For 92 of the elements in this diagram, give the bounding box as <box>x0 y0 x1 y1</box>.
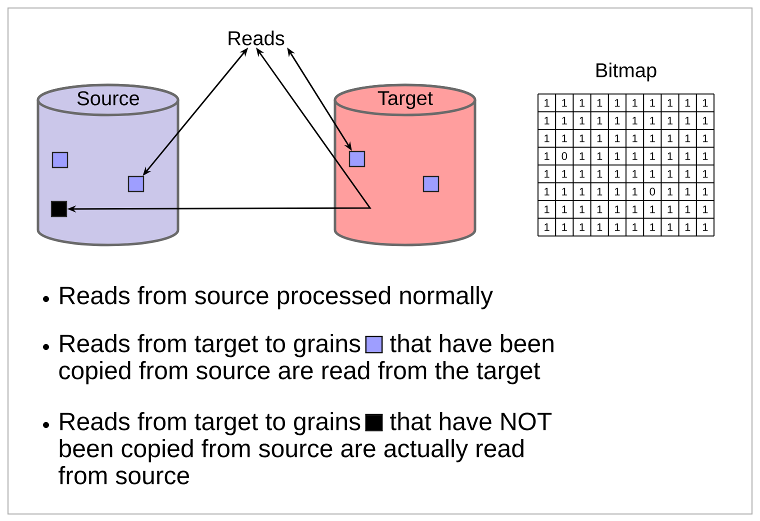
table-cell: 1 <box>668 223 673 231</box>
table-cell: 1 <box>615 152 620 160</box>
table-cell: 1 <box>615 116 620 124</box>
table-cell: 1 <box>597 223 602 231</box>
table-cell: 1 <box>702 188 708 196</box>
table-cell: 1 <box>580 170 585 178</box>
table-cell: 1 <box>668 134 673 142</box>
table-cell: 1 <box>615 134 620 142</box>
table-cell: 1 <box>632 170 638 178</box>
table-cell: 1 <box>562 206 567 214</box>
table-cell: 1 <box>650 116 655 124</box>
table-cell: 1 <box>632 206 638 214</box>
table-cell: 1 <box>685 152 690 160</box>
grain-square <box>50 200 68 218</box>
table-cell: 1 <box>702 206 708 214</box>
table-cell: 1 <box>562 134 567 142</box>
grain-square <box>422 176 440 192</box>
table-cell: 1 <box>702 116 708 124</box>
table-cell: 1 <box>615 206 620 214</box>
table-cell: 1 <box>562 223 567 231</box>
table-cell: 1 <box>580 188 585 196</box>
table-cell: 1 <box>562 170 567 178</box>
table-cell: 1 <box>580 223 585 231</box>
table-cell: 1 <box>597 134 602 142</box>
bullet-text: Reads from target to grains that have NOT been copied from source are actually read from source <box>58 412 552 484</box>
table-cell: 1 <box>562 188 567 196</box>
cylinder: Source <box>36 84 180 246</box>
table-cell: 1 <box>702 152 708 160</box>
table-cell: 1 <box>580 206 585 214</box>
table-cell: 1 <box>615 188 620 196</box>
table-cell: 1 <box>650 223 655 231</box>
table-cell: 1 <box>597 116 602 124</box>
grain-square <box>52 152 68 168</box>
table-cell: 1 <box>544 206 550 214</box>
table-cell: 1 <box>632 188 638 196</box>
table-cell: 1 <box>668 206 673 214</box>
table-cell: 1 <box>702 170 708 178</box>
table-cell: 1 <box>668 116 673 124</box>
table-cell: 1 <box>544 188 550 196</box>
table-cell: 1 <box>562 116 567 124</box>
table-cell: 1 <box>702 99 708 107</box>
table-cell: 1 <box>685 116 690 124</box>
table-cell: 1 <box>597 206 602 214</box>
table-cell: 1 <box>650 206 655 214</box>
table-cell: 1 <box>632 134 638 142</box>
table-cell: 0 <box>650 188 656 196</box>
table-cell: 1 <box>544 99 550 107</box>
table-cell: 1 <box>580 99 585 107</box>
table-cell: 1 <box>597 152 602 160</box>
table-cell: 1 <box>650 99 655 107</box>
table-cell: 1 <box>632 116 638 124</box>
table-cell: 1 <box>650 134 655 142</box>
table-cell: 1 <box>668 99 673 107</box>
table-cell: 1 <box>615 170 620 178</box>
table-cell: 1 <box>544 116 550 124</box>
table-cell: 1 <box>615 223 620 231</box>
table-cell: 1 <box>702 134 708 142</box>
table-cell: 1 <box>544 223 550 231</box>
cylinder: Target <box>334 84 476 246</box>
table-cell: 1 <box>668 170 673 178</box>
table-cell: 0 <box>562 152 568 160</box>
node-label: Reads <box>228 30 284 46</box>
table-cell: 1 <box>685 99 690 107</box>
table-cell: 1 <box>685 206 690 214</box>
table-cell: 1 <box>702 223 708 231</box>
table-cell: 1 <box>650 170 655 178</box>
grain-square <box>128 176 144 192</box>
table-cell: 1 <box>562 99 567 107</box>
table-cell: 1 <box>632 223 638 231</box>
table-cell: 1 <box>685 188 690 196</box>
table-cell: 1 <box>632 99 638 107</box>
table-title: Bitmap <box>596 62 656 82</box>
table-cell: 1 <box>685 134 690 142</box>
table-cell: 1 <box>685 223 690 231</box>
grain-square <box>348 150 366 168</box>
table-cell: 1 <box>544 170 550 178</box>
table-cell: 1 <box>544 134 550 142</box>
table-cell: 1 <box>597 188 602 196</box>
table-cell: 1 <box>668 152 673 160</box>
table-cell: 1 <box>632 152 638 160</box>
table-cell: 1 <box>597 170 602 178</box>
table-cell: 1 <box>580 116 585 124</box>
table-cell: 1 <box>615 99 620 107</box>
table-cell: 1 <box>580 152 585 160</box>
table-cell: 1 <box>668 188 673 196</box>
table-cell: 1 <box>580 134 585 142</box>
table-cell: 1 <box>597 99 602 107</box>
table-cell: 1 <box>544 152 550 160</box>
bullet-text: Reads from target to grains that have been copied from source are read from the target <box>59 334 554 384</box>
table-cell: 1 <box>650 152 655 160</box>
table-cell: 1 <box>685 170 690 178</box>
bullet-text: Reads from source processed normally <box>60 286 493 310</box>
